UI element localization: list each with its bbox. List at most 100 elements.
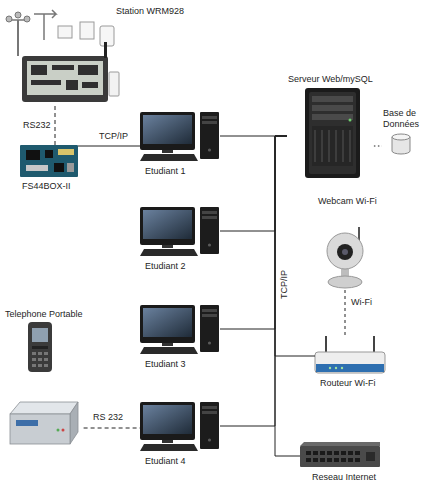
switch-icon bbox=[320, 451, 325, 455]
phone-icon bbox=[44, 352, 48, 355]
link-label: RS 232 bbox=[92, 412, 124, 423]
server-icon bbox=[309, 92, 356, 174]
webcam-icon bbox=[327, 233, 363, 269]
router-icon bbox=[315, 336, 385, 373]
board-icon bbox=[58, 149, 74, 155]
phone-icon bbox=[32, 358, 36, 361]
computer-icons bbox=[140, 112, 219, 451]
webcam-icon bbox=[328, 276, 362, 288]
phone-icon bbox=[44, 364, 48, 367]
modem-icon bbox=[16, 420, 38, 426]
board-icon bbox=[26, 150, 40, 160]
link-label: RS232 bbox=[22, 120, 52, 131]
switch-icon bbox=[327, 451, 332, 455]
server-icon bbox=[315, 130, 316, 162]
modem-icon bbox=[70, 402, 78, 444]
phone-icon bbox=[28, 322, 52, 372]
device-label: Etudiant 4 bbox=[145, 456, 186, 467]
server-icon bbox=[312, 96, 353, 102]
device-label: Telephone Portable bbox=[5, 309, 83, 320]
weather-station-icon bbox=[15, 12, 21, 18]
computer-node: Etudiant 3 bbox=[140, 305, 220, 371]
board-icon bbox=[26, 165, 48, 171]
server-icon bbox=[305, 88, 360, 178]
router-icon bbox=[325, 336, 327, 354]
switch-icon bbox=[300, 442, 380, 467]
router-icon bbox=[316, 364, 384, 372]
link-label: Wi-Fi bbox=[350, 297, 373, 308]
weather-station-icon bbox=[24, 16, 30, 22]
server-icon bbox=[312, 114, 353, 120]
switch-icon bbox=[334, 458, 339, 462]
database-node: Base de Données bbox=[382, 107, 427, 155]
router-icon bbox=[373, 336, 375, 354]
device-label: Webcam Wi-Fi bbox=[318, 196, 377, 207]
server-icon bbox=[349, 119, 352, 122]
switch-icon bbox=[366, 452, 375, 461]
computer-node: Etudiant 2 bbox=[140, 207, 220, 273]
weather-station-icon bbox=[80, 22, 94, 39]
weather-station-icon bbox=[78, 65, 98, 75]
weather-station-icon bbox=[82, 82, 98, 88]
device-label: Base de Données bbox=[383, 108, 426, 130]
switch-icon bbox=[306, 458, 311, 462]
server-icon bbox=[343, 130, 344, 162]
device-label: Station WRM928 bbox=[116, 6, 184, 17]
network-link bbox=[78, 146, 140, 147]
dashed-link bbox=[84, 428, 140, 429]
database-icon bbox=[392, 134, 410, 154]
weather-station-icon bbox=[66, 80, 78, 90]
switch-icon bbox=[306, 451, 311, 455]
server-icon bbox=[312, 126, 353, 166]
router-icon bbox=[341, 367, 343, 369]
device-label: Routeur Wi-Fi bbox=[320, 378, 376, 389]
weather-station-icon bbox=[52, 65, 74, 70]
weather-station-icon bbox=[34, 10, 56, 18]
modem-icon bbox=[57, 429, 60, 432]
board-icon bbox=[67, 163, 74, 172]
modem-icon bbox=[10, 402, 78, 414]
computer-icons bbox=[140, 305, 219, 354]
phone-icon bbox=[32, 352, 36, 355]
webcam-icon bbox=[327, 227, 363, 288]
network-link bbox=[275, 136, 315, 356]
computer-icons bbox=[140, 207, 219, 256]
switch-icon bbox=[355, 458, 360, 462]
board-icon bbox=[20, 145, 78, 177]
webcam-icon bbox=[342, 249, 348, 255]
weather-station-icon bbox=[22, 56, 108, 102]
network-link bbox=[220, 136, 287, 231]
network-link bbox=[220, 136, 287, 426]
server-icon bbox=[312, 105, 353, 111]
server-icon bbox=[336, 130, 337, 162]
webcam-icon bbox=[337, 244, 353, 260]
switch-icon bbox=[313, 458, 318, 462]
computer-icons bbox=[140, 402, 219, 451]
board-icon bbox=[45, 150, 53, 158]
modem-icon bbox=[10, 402, 78, 444]
weather-station-icon bbox=[27, 61, 103, 95]
board-node: FS44BOX-II bbox=[20, 145, 78, 193]
switch-icon bbox=[320, 458, 325, 462]
switch-node: Reseau Internet bbox=[300, 442, 380, 484]
board-icon bbox=[20, 145, 78, 177]
computer-node: Etudiant 1 bbox=[140, 112, 220, 178]
switch-icon bbox=[341, 458, 346, 462]
device-label: Reseau Internet bbox=[312, 472, 376, 483]
dashed-link bbox=[374, 146, 382, 147]
phone-icon bbox=[32, 328, 48, 342]
server-icon bbox=[322, 130, 323, 162]
weather-station-icon bbox=[6, 16, 12, 22]
phone-icon bbox=[28, 322, 52, 372]
weather-station-icon bbox=[31, 80, 61, 85]
server-icon bbox=[305, 88, 360, 178]
phone-icon bbox=[38, 358, 42, 361]
computer-icons bbox=[140, 112, 219, 161]
database-icon bbox=[392, 134, 410, 140]
modem-icon bbox=[10, 414, 70, 444]
weather-station-icon bbox=[109, 72, 119, 96]
dashed-link bbox=[345, 290, 346, 335]
network-link bbox=[220, 136, 287, 329]
router-icon bbox=[335, 367, 337, 369]
